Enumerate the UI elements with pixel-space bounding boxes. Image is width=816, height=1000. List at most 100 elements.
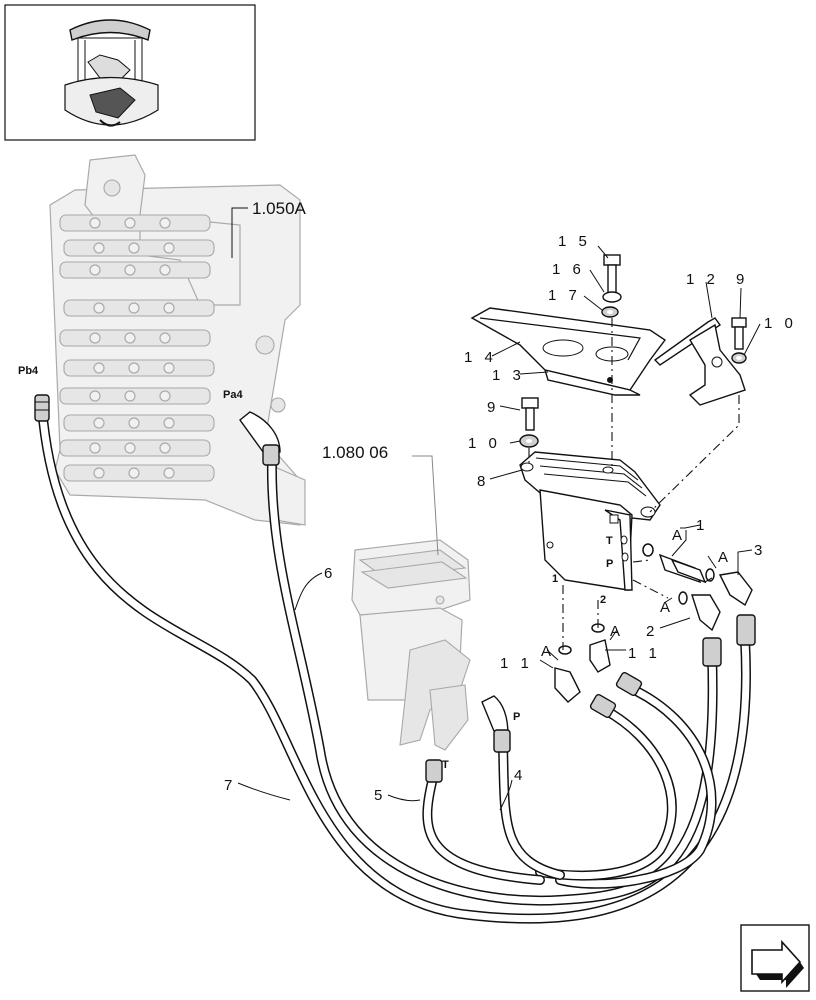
fitting-hose-6-end (702, 637, 722, 667)
hose-5 (422, 773, 545, 885)
spool-nut (89, 442, 101, 454)
callout-16: 1 6 (552, 261, 585, 278)
machine-overview-icon (64, 19, 159, 127)
spool-nut (93, 302, 105, 314)
callout-6: 6 (324, 565, 336, 582)
fitting-t (425, 759, 443, 783)
spool-nut (128, 242, 140, 254)
hose-lower-right (535, 705, 677, 881)
bolt-part-9-top (731, 317, 747, 350)
fitting-part-11-left (554, 645, 581, 703)
label-valve-p: P (606, 558, 613, 570)
fitting-p (481, 695, 511, 753)
pilot-valve-part-8 (519, 451, 661, 591)
spool-nut (159, 390, 171, 402)
spool-nut (128, 302, 140, 314)
elbow-part-3 (705, 568, 753, 607)
spool-nut (89, 217, 101, 229)
spool-nut (124, 390, 136, 402)
spool-nut (124, 217, 136, 229)
callout-13: 1 3 (492, 367, 525, 384)
label-valve-t: T (606, 535, 613, 547)
label-valve-ref: 1.050A (252, 199, 307, 218)
washer-part-10-mid (519, 434, 539, 448)
spool-nut (89, 264, 101, 276)
callout-a-3: A (718, 549, 732, 566)
label-port-pb4: Pb4 (18, 365, 39, 377)
spool-nut (159, 264, 171, 276)
callout-14: 1 4 (464, 349, 497, 366)
spool-nut (159, 442, 171, 454)
leader-lines (231, 207, 761, 811)
pedal-part-14 (470, 307, 667, 396)
hose-upper-right (555, 683, 717, 889)
adapter-part-1 (642, 543, 707, 584)
fitting-lower-right (589, 693, 617, 719)
bracket-part-12 (653, 317, 746, 406)
spool-nut (163, 242, 175, 254)
callout-a-11-left: A (541, 643, 555, 660)
hose-4 (498, 740, 565, 880)
spool-nut (163, 302, 175, 314)
spool-nut (93, 362, 105, 374)
fitting-upper-right (615, 671, 643, 697)
spool-nut (159, 217, 171, 229)
fitting-hose-7-end (736, 614, 756, 646)
callout-2: 2 (646, 623, 658, 640)
spool-nut (159, 332, 171, 344)
callout-9-top: 9 (736, 271, 748, 288)
spool-nut (93, 242, 105, 254)
label-pedal-ref: 1.080 06 (322, 443, 388, 462)
spool-nut (128, 467, 140, 479)
spool-nut (124, 264, 136, 276)
callout-a-2: A (660, 599, 674, 616)
washer-part-17 (601, 306, 619, 318)
callout-8: 8 (477, 473, 489, 490)
label-hose-t: T (442, 759, 449, 771)
washer-part-10-top (731, 352, 747, 364)
callout-10-top: 1 0 (764, 315, 797, 332)
callout-12: 1 2 (686, 271, 719, 288)
spool-nut (124, 332, 136, 344)
spool-nut (89, 390, 101, 402)
spool-nut (128, 417, 140, 429)
fitting-pa4 (239, 411, 281, 466)
spool-nut (89, 332, 101, 344)
callout-11-left: 1 1 (500, 655, 533, 672)
elbow-part-2 (678, 591, 721, 632)
spool-nut (93, 417, 105, 429)
fitting-part-11-right (589, 623, 611, 673)
callout-17: 1 7 (548, 287, 581, 304)
label-hose-p: P (513, 711, 520, 723)
spool-nut (163, 467, 175, 479)
callout-4: 4 (514, 767, 526, 784)
label-port-2: 2 (600, 594, 606, 606)
bolt-part-9-mid (521, 397, 539, 431)
spool-nut (163, 417, 175, 429)
next-page-arrow-icon (751, 939, 804, 988)
label-port-pa4: Pa4 (223, 389, 243, 401)
label-port-1: 1 (552, 573, 558, 585)
callout-a-11-right: A (610, 623, 624, 640)
hose-6 (266, 455, 718, 906)
pedal-unit-reference (351, 539, 471, 751)
callout-3: 3 (754, 542, 766, 559)
callout-9-mid: 9 (487, 399, 499, 416)
spool-nut (128, 362, 140, 374)
control-valve-assembly (49, 154, 306, 526)
callout-a-1: A (672, 527, 686, 544)
callout-11-right: 1 1 (628, 645, 661, 662)
callout-10-mid: 1 0 (468, 435, 501, 452)
bolt-part-15 (603, 254, 621, 294)
next-page-button[interactable] (740, 924, 810, 992)
spool-nut (124, 442, 136, 454)
callout-5: 5 (374, 787, 386, 804)
spool-nut (93, 467, 105, 479)
machine-overview-thumbnail[interactable] (4, 4, 256, 141)
assembly-lines (528, 318, 740, 650)
spool-nut (163, 362, 175, 374)
callout-15: 1 5 (558, 233, 591, 250)
washer-part-16 (602, 291, 622, 303)
callout-1: 1 (696, 517, 708, 534)
